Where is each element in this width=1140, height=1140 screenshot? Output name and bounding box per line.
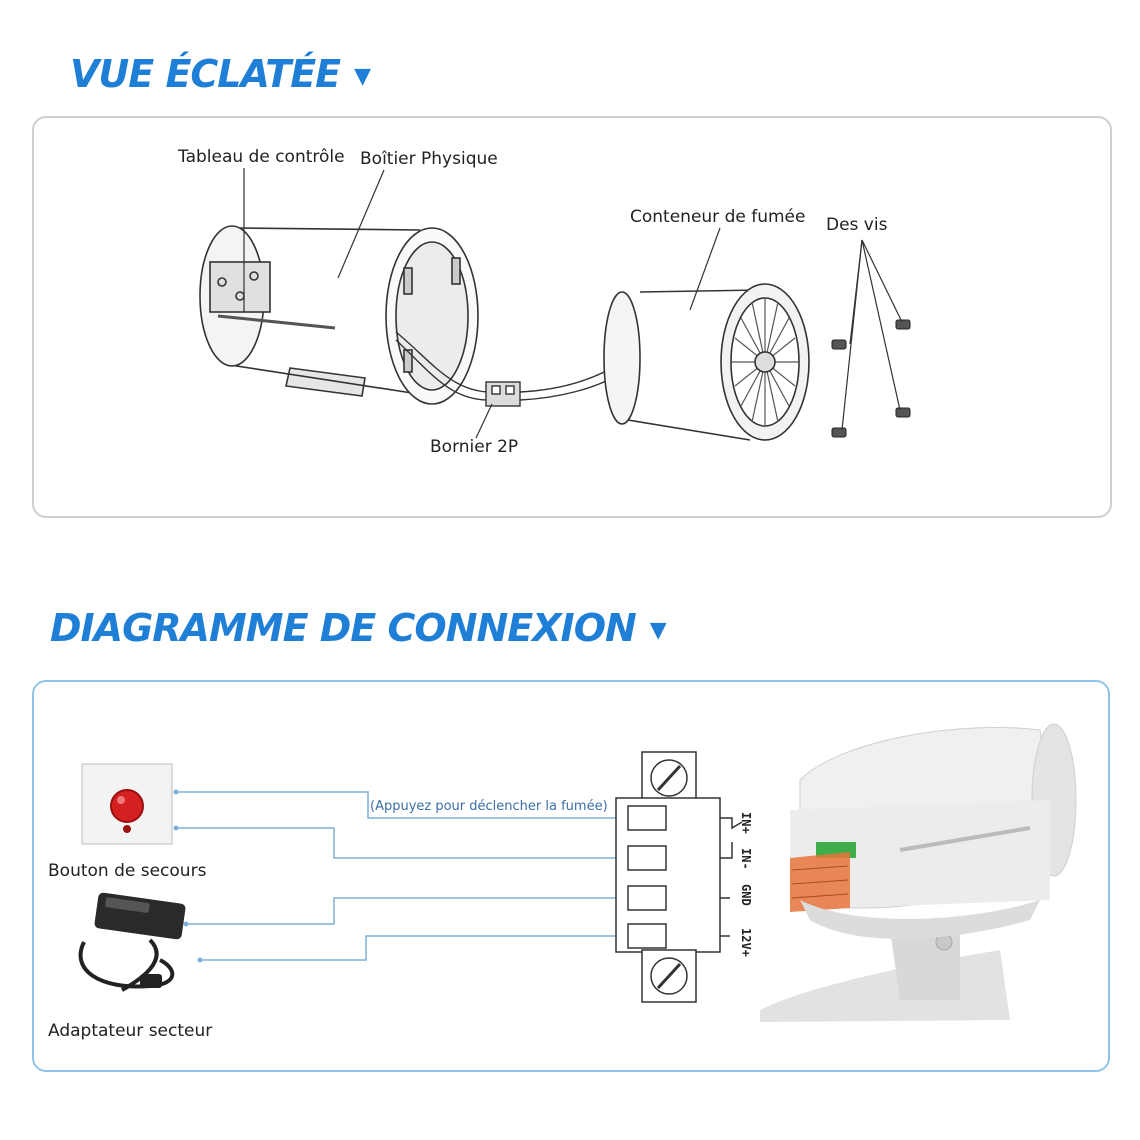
connection-dots <box>173 789 203 963</box>
exploded-view-title: VUE ÉCLATÉE ▼ <box>70 52 371 96</box>
terminal-block-drawing <box>485 381 521 407</box>
terminal-block-label: Bornier 2P <box>430 437 518 457</box>
terminal-labels: IN+ IN- GND 12V+ <box>739 812 753 957</box>
emergency-button-icon <box>81 763 173 845</box>
terminal-in-plus: IN+ <box>739 812 753 834</box>
terminal-gnd: GND <box>739 884 753 906</box>
exploded-view-panel <box>32 116 1112 518</box>
control-board-label: Tableau de contrôle <box>177 147 345 167</box>
exploded-view-title-text: VUE ÉCLATÉE <box>70 52 341 96</box>
terminal-in-minus: IN- <box>739 848 753 870</box>
housing-drawing <box>199 225 479 405</box>
smoke-container-label: Conteneur de fumée <box>630 207 805 227</box>
leader-lines <box>243 168 903 439</box>
smoke-container-drawing <box>603 283 810 441</box>
power-adapter-icon <box>78 892 186 992</box>
connection-diagram-title: DIAGRAMME DE CONNEXION ▼ <box>50 606 667 650</box>
dropdown-arrow-icon: ▼ <box>354 64 371 89</box>
dropdown-arrow-icon: ▼ <box>649 618 667 643</box>
connection-diagram-title-text: DIAGRAMME DE CONNEXION <box>50 606 637 650</box>
press-note-label: (Appuyez pour déclencher la fumée) <box>370 799 608 814</box>
screw-icon <box>831 319 911 438</box>
emergency-button-label: Bouton de secours <box>48 861 207 881</box>
housing-label: Boîtier Physique <box>360 149 498 169</box>
terminal-strip <box>615 751 743 1003</box>
smoke-generator-device <box>760 723 1077 1022</box>
connection-diagram-panel <box>32 680 1110 1072</box>
terminal-12v-plus: 12V+ <box>739 928 753 957</box>
power-adapter-label: Adaptateur secteur <box>48 1021 212 1041</box>
connection-wires <box>176 791 632 961</box>
screws-label: Des vis <box>826 215 888 235</box>
